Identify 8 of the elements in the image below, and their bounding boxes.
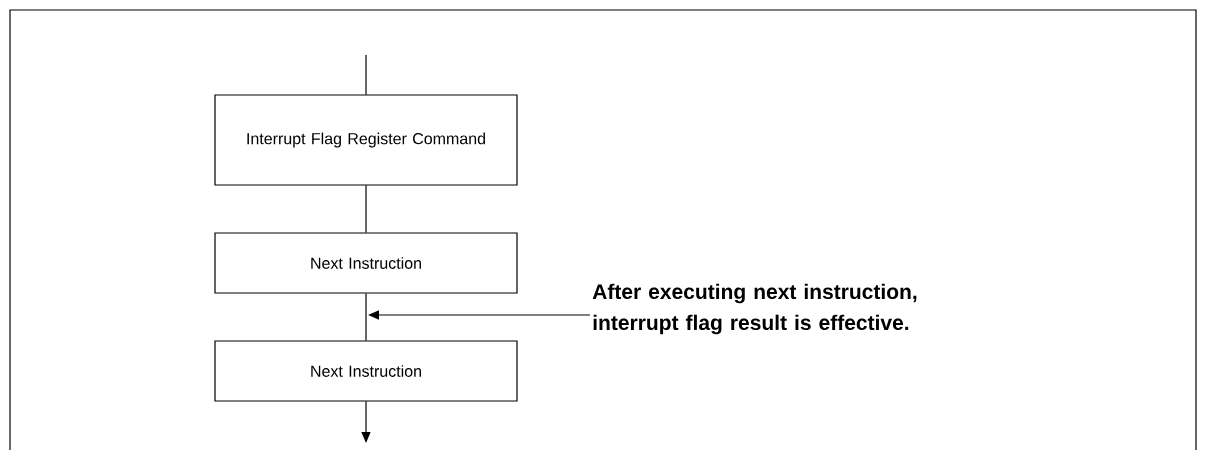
- process-box: Next Instruction: [214, 340, 518, 402]
- connector-line: [365, 54, 367, 95]
- process-box: Next Instruction: [214, 232, 518, 294]
- annotation-text: After executing next instruction, interrupt flag result is effective.: [592, 283, 917, 335]
- connector-line: [365, 185, 367, 233]
- arrow: [361, 401, 371, 443]
- connector-line: [365, 293, 367, 341]
- process-box: Interrupt Flag Register Command: [214, 94, 518, 186]
